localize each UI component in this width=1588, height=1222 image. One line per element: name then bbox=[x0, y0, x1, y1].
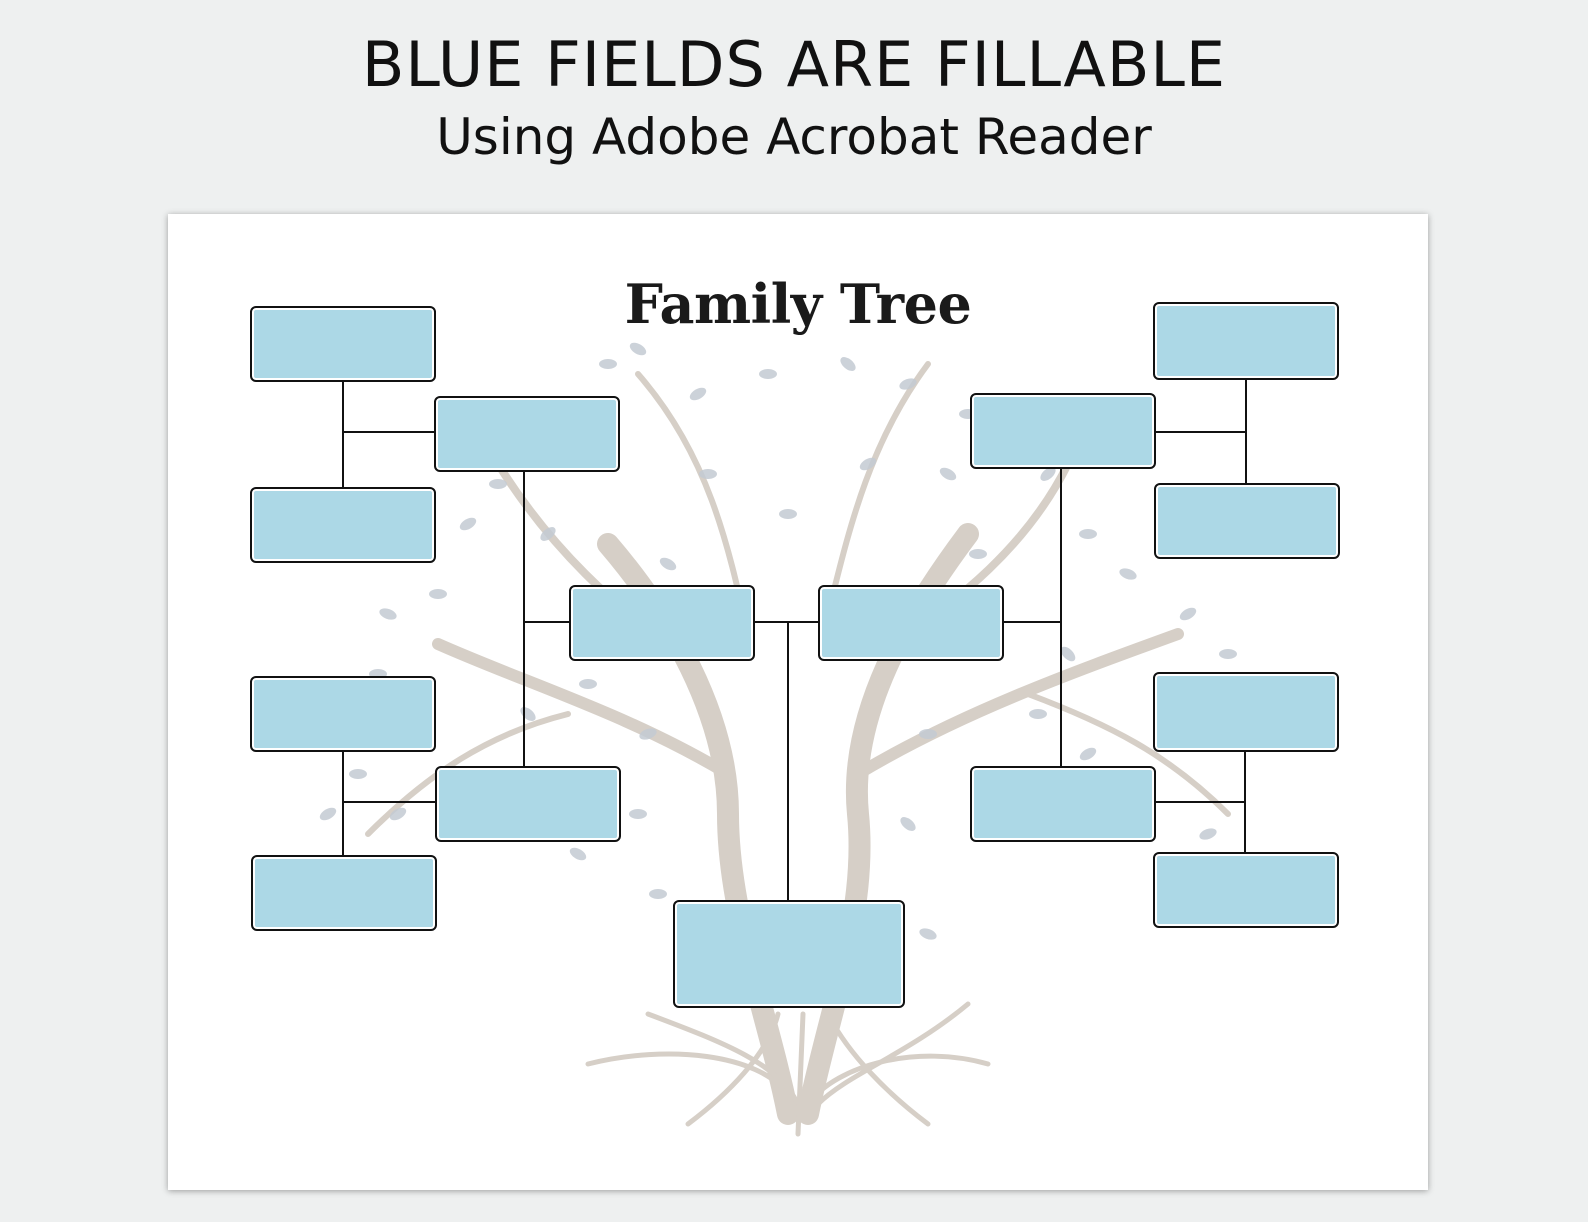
great-grandparent-1-input[interactable] bbox=[252, 308, 434, 380]
field-grandparent-1[interactable] bbox=[434, 396, 620, 472]
family-tree-sheet: Family Tree bbox=[168, 214, 1428, 1190]
parent-2-input[interactable] bbox=[820, 587, 1002, 659]
field-grandparent-4[interactable] bbox=[970, 766, 1156, 842]
connector-lines bbox=[342, 380, 1247, 902]
self-input[interactable] bbox=[675, 902, 903, 1006]
field-self[interactable] bbox=[673, 900, 905, 1008]
field-great-grandparent-7[interactable] bbox=[1153, 672, 1339, 752]
family-tree-title: Family Tree bbox=[624, 272, 972, 336]
field-great-grandparent-5[interactable] bbox=[1153, 302, 1339, 380]
headline: BLUE FIELDS ARE FILLABLE bbox=[361, 28, 1227, 101]
great-grandparent-4-input[interactable] bbox=[253, 857, 435, 929]
subheadline: Using Adobe Acrobat Reader bbox=[436, 108, 1152, 166]
field-great-grandparent-1[interactable] bbox=[250, 306, 436, 382]
great-grandparent-5-input[interactable] bbox=[1155, 304, 1337, 378]
grandparent-2-input[interactable] bbox=[437, 768, 619, 840]
field-parent-1[interactable] bbox=[569, 585, 755, 661]
field-great-grandparent-8[interactable] bbox=[1153, 852, 1339, 928]
great-grandparent-3-input[interactable] bbox=[252, 678, 434, 750]
parent-1-input[interactable] bbox=[571, 587, 753, 659]
tree-roots bbox=[585, 1001, 991, 1137]
grandparent-4-input[interactable] bbox=[972, 768, 1154, 840]
great-grandparent-2-input[interactable] bbox=[252, 489, 434, 561]
great-grandparent-6-input[interactable] bbox=[1156, 485, 1338, 557]
field-great-grandparent-2[interactable] bbox=[250, 487, 436, 563]
grandparent-1-input[interactable] bbox=[436, 398, 618, 470]
field-parent-2[interactable] bbox=[818, 585, 1004, 661]
field-grandparent-3[interactable] bbox=[970, 393, 1156, 469]
field-great-grandparent-4[interactable] bbox=[251, 855, 437, 931]
field-grandparent-2[interactable] bbox=[435, 766, 621, 842]
great-grandparent-7-input[interactable] bbox=[1155, 674, 1337, 750]
field-great-grandparent-6[interactable] bbox=[1154, 483, 1340, 559]
field-great-grandparent-3[interactable] bbox=[250, 676, 436, 752]
grandparent-3-input[interactable] bbox=[972, 395, 1154, 467]
great-grandparent-8-input[interactable] bbox=[1155, 854, 1337, 926]
